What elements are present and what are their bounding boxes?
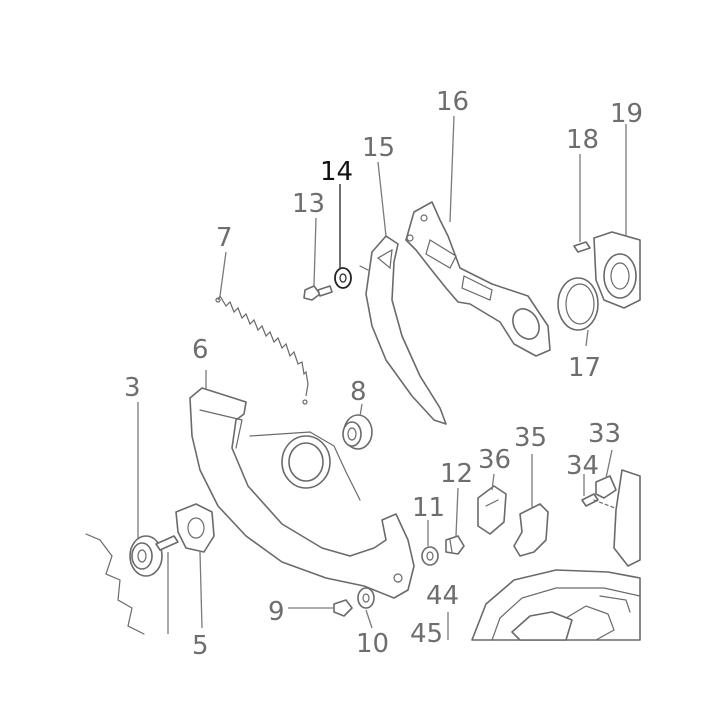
callout-18: 18: [566, 125, 599, 155]
callout-9: 9: [268, 597, 285, 627]
callout-10: 10: [356, 629, 389, 659]
part-8-bearing[interactable]: [342, 414, 373, 450]
part-13-bolt[interactable]: [303, 285, 333, 301]
callout-8: 8: [350, 377, 367, 407]
callout-11: 11: [412, 493, 445, 523]
callout-19: 19: [610, 99, 643, 129]
callout-44: 44: [426, 581, 459, 611]
part-19-housing[interactable]: [593, 231, 641, 309]
callout-36: 36: [478, 445, 511, 475]
callout-labels: 3 5 6 7 8 9 10 11 12 13 14 15 16 17 18 1…: [124, 87, 643, 661]
callout-5: 5: [192, 631, 209, 661]
callout-12: 12: [440, 459, 473, 489]
callout-17: 17: [568, 353, 601, 383]
callout-34: 34: [566, 451, 599, 481]
callout-14: 14: [320, 157, 353, 187]
part-17-ring[interactable]: [557, 277, 599, 331]
part-6-blade-guard[interactable]: [189, 387, 415, 599]
callout-33: 33: [588, 419, 621, 449]
part-18-screw[interactable]: [573, 241, 591, 253]
part-12-bushing[interactable]: [445, 535, 465, 555]
callout-45: 45: [410, 619, 443, 649]
part-3-nut[interactable]: [129, 535, 163, 577]
part-10-ring[interactable]: [357, 587, 375, 609]
part-right-housing[interactable]: [613, 469, 641, 567]
callout-6: 6: [192, 335, 209, 365]
callout-15: 15: [362, 133, 395, 163]
part-clip-wire[interactable]: [85, 533, 145, 635]
part-44-housing[interactable]: [471, 569, 641, 641]
callout-13: 13: [292, 189, 325, 219]
part-14-washer[interactable]: [334, 267, 352, 289]
part-36-bracket[interactable]: [477, 485, 507, 535]
part-9-screw[interactable]: [333, 599, 353, 617]
part-34-screw[interactable]: [581, 493, 599, 507]
part-15-lever[interactable]: [359, 235, 447, 425]
leader-lines: [137, 115, 627, 640]
callout-7: 7: [216, 223, 233, 253]
part-11-ring[interactable]: [421, 546, 439, 566]
part-7-spring[interactable]: [215, 294, 309, 405]
part-33-knob[interactable]: [595, 475, 617, 499]
part-35-switch[interactable]: [513, 503, 549, 557]
callout-16: 16: [436, 87, 469, 117]
part-5-flange[interactable]: [175, 503, 215, 553]
callout-35: 35: [514, 423, 547, 453]
callout-3: 3: [124, 373, 141, 403]
part-16-arm[interactable]: [405, 201, 551, 357]
part-bolt-small[interactable]: [155, 535, 179, 551]
